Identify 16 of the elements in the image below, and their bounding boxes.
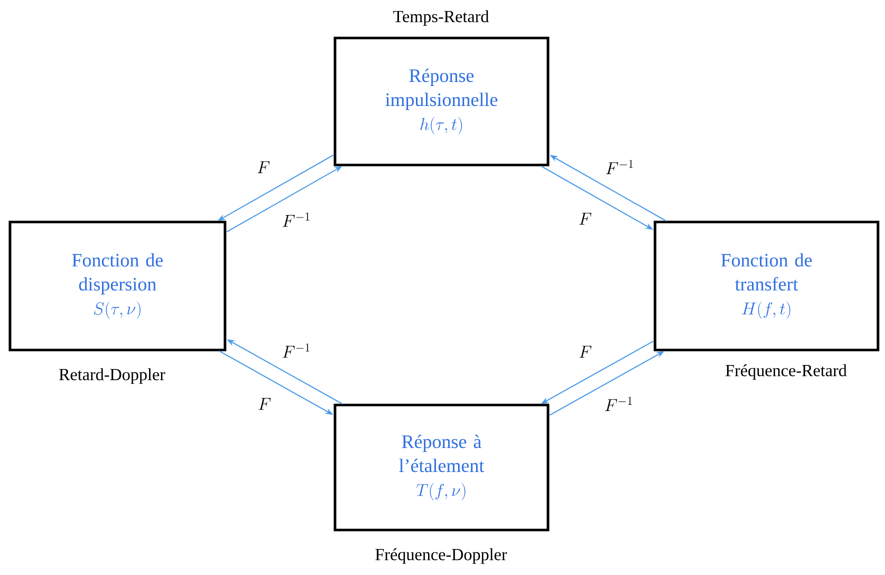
edge-label: $F^{-1}$ — [280, 342, 312, 359]
edge-label: $F^{-1}$ — [604, 159, 636, 176]
edge-label: $F$ — [578, 212, 593, 226]
edge-label: $F$ — [578, 344, 593, 359]
function-box: Fonction de transfert $H(f, t)$ — [654, 220, 880, 352]
domain-label: Fréquence-Doppler — [375, 548, 507, 564]
edge-label: $F^{-1}$ — [280, 212, 312, 228]
domain-label: Temps-Retard — [393, 10, 489, 26]
edge-label: $F$ — [256, 160, 272, 174]
function-box: Fonction de dispersion $S(\tau, \nu)$ — [8, 220, 226, 352]
function-box: Réponse à l’étalement $T(f, \nu)$ — [334, 404, 550, 532]
edge-label: $F^{-1}$ — [603, 396, 634, 412]
domain-label: Retard-Doppler — [59, 368, 166, 384]
function-box: Réponse impulsionnelle $h(\tau, t)$ — [334, 36, 550, 166]
edge-label: $F$ — [256, 397, 272, 411]
domain-label: Fréquence-Retard — [726, 364, 847, 380]
